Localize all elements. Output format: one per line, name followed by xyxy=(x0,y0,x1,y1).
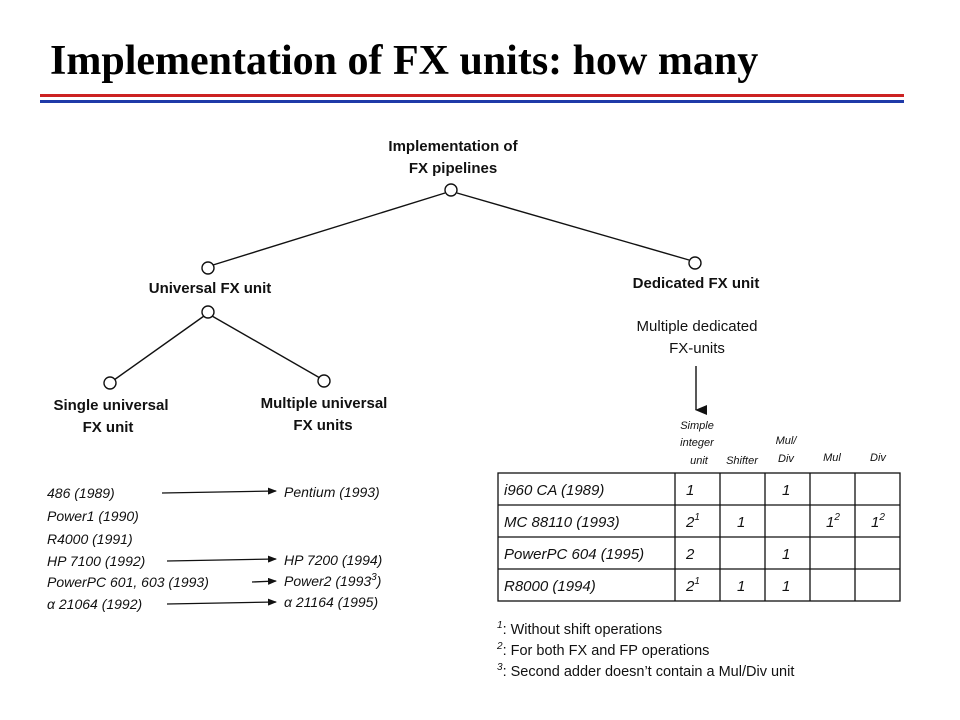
root-label-line1: Implementation of xyxy=(388,138,518,155)
processor-alpha21164: α 21164 (1995) xyxy=(284,594,378,610)
single-label-line1: Single universal xyxy=(53,397,168,414)
cell-mul: 12 xyxy=(826,512,840,531)
arrow-486-pentium xyxy=(161,487,277,495)
processor-486: 486 (1989) xyxy=(47,485,115,501)
header-simple-line2: integer xyxy=(680,437,715,449)
universal-label: Universal FX unit xyxy=(149,280,272,297)
header-div: Div xyxy=(870,452,887,464)
cell-muldiv: 1 xyxy=(782,546,790,563)
cell-muldiv: 1 xyxy=(782,578,790,595)
multiple-label-line1: Multiple universal xyxy=(261,395,388,412)
header-simple-line3: unit xyxy=(690,455,709,467)
header-shifter: Shifter xyxy=(726,455,759,467)
processor-alpha21064: α 21064 (1992) xyxy=(47,596,142,612)
root-label-line2: FX pipelines xyxy=(409,160,497,177)
edge-root-universal xyxy=(212,192,446,266)
table-row: PowerPC 604 (1995) 2 1 xyxy=(504,546,790,563)
cell-shifter: 1 xyxy=(737,514,745,531)
table-row: MC 88110 (1993) 21 1 12 12 xyxy=(504,512,885,531)
processor-power2: Power2 (19933) xyxy=(284,572,381,589)
cell-simple: 2 xyxy=(685,546,695,563)
cell-muldiv: 1 xyxy=(782,482,790,499)
edge-universal-single xyxy=(113,315,205,381)
arrow-hp7100-hp7200 xyxy=(166,555,277,563)
node-root xyxy=(444,183,458,197)
title-rule-blue xyxy=(40,100,904,103)
processor-hp7100: HP 7100 (1992) xyxy=(47,553,145,569)
header-muldiv-line2: Div xyxy=(778,453,795,465)
cell-shifter: 1 xyxy=(737,578,745,595)
row-name: MC 88110 (1993) xyxy=(504,514,620,531)
single-label-line2: FX unit xyxy=(83,419,134,436)
title-rule-red xyxy=(40,94,904,97)
table-row: R8000 (1994) 21 1 1 xyxy=(504,576,790,595)
cell-div: 12 xyxy=(871,512,885,531)
header-muldiv-line1: Mul/ xyxy=(776,435,798,447)
edge-universal-multiple xyxy=(211,315,321,379)
processor-pentium: Pentium (1993) xyxy=(284,484,380,500)
table-row: i960 CA (1989) 1 1 xyxy=(504,482,790,499)
cell-simple: 1 xyxy=(686,482,694,499)
processor-hp7200: HP 7200 (1994) xyxy=(284,552,382,568)
processor-r4000: R4000 (1991) xyxy=(47,531,133,547)
edge-root-dedicated xyxy=(456,192,690,261)
dedicated-sub-line1: Multiple dedicated xyxy=(637,318,758,335)
multiple-label-line2: FX units xyxy=(293,417,352,434)
footnote-1: 1: Without shift operations xyxy=(497,620,662,638)
header-mul: Mul xyxy=(823,452,841,464)
arrow-powerpc-power2 xyxy=(251,577,277,585)
node-universal-lower xyxy=(201,305,215,319)
dedicated-sub-line2: FX-units xyxy=(669,340,725,357)
node-multiple xyxy=(317,374,331,388)
arrow-alpha-alpha21164 xyxy=(166,598,277,606)
node-single xyxy=(103,376,117,390)
dedicated-label: Dedicated FX unit xyxy=(633,275,760,292)
processor-power1: Power1 (1990) xyxy=(47,508,139,524)
row-name: i960 CA (1989) xyxy=(504,482,604,499)
node-dedicated xyxy=(688,256,702,270)
cell-simple: 21 xyxy=(685,512,700,531)
row-name: PowerPC 604 (1995) xyxy=(504,546,644,563)
footnote-3: 3: Second adder doesn’t contain a Mul/Di… xyxy=(497,662,794,680)
page-title: Implementation of FX units: how many xyxy=(50,38,759,84)
cell-simple: 21 xyxy=(685,576,700,595)
row-name: R8000 (1994) xyxy=(504,578,596,595)
footnote-2: 2: For both FX and FP operations xyxy=(496,641,709,659)
node-universal xyxy=(201,261,215,275)
processor-powerpc601: PowerPC 601, 603 (1993) xyxy=(47,574,209,590)
header-simple-line1: Simple xyxy=(680,420,714,432)
